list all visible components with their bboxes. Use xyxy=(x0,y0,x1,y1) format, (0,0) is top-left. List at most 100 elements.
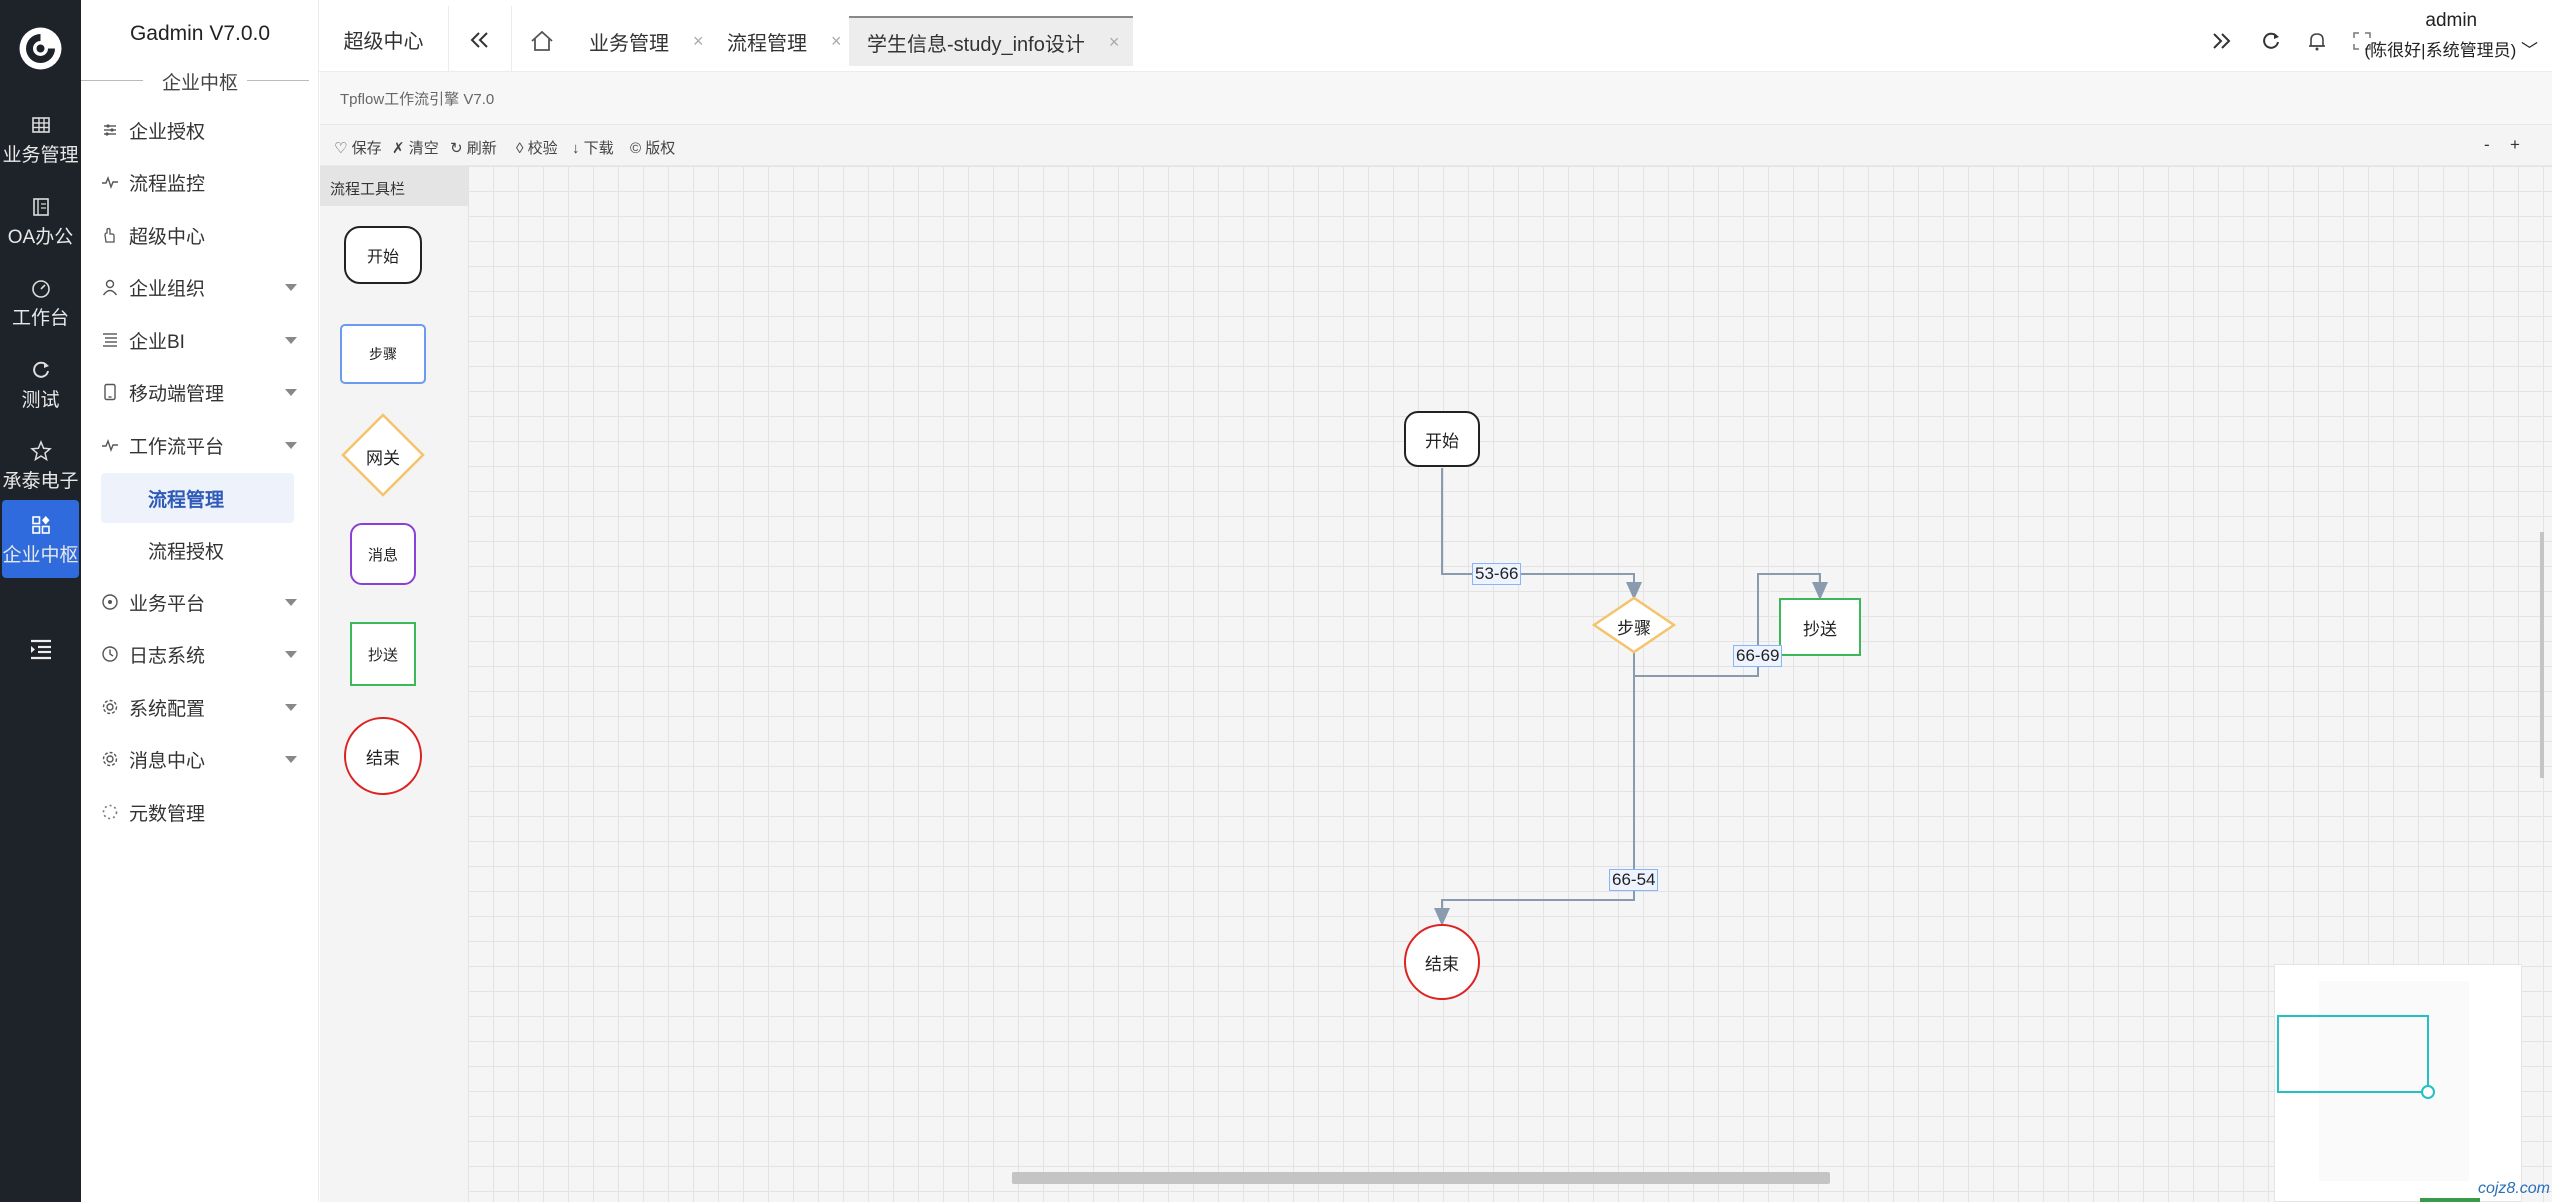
double-chevron-left-icon[interactable] xyxy=(469,30,491,50)
edge-start-to-step[interactable] xyxy=(1441,468,1642,600)
rail-item-enterprise-hub[interactable]: 企业中枢 xyxy=(2,500,79,578)
zoom-in-button[interactable]: + xyxy=(2510,135,2520,154)
sidebar-item-business-platform[interactable]: 业务平台 xyxy=(101,580,311,624)
home-icon[interactable] xyxy=(530,30,554,52)
copyright-button[interactable]: © 版权 xyxy=(630,140,676,157)
download-button[interactable]: ↓ 下载 xyxy=(572,140,614,157)
refresh-button[interactable]: ↻ 刷新 xyxy=(450,140,497,157)
edge-step-to-end[interactable] xyxy=(1434,653,1635,926)
palette-node-start[interactable]: 开始 xyxy=(344,226,422,284)
pulse-icon xyxy=(102,438,118,453)
tab-close-icon[interactable]: × xyxy=(693,30,704,51)
app-brand: Gadmin V7.0.0 xyxy=(129,22,271,45)
vertical-scrollbar[interactable] xyxy=(2540,532,2544,778)
palette-node-step[interactable]: 步骤 xyxy=(340,324,426,384)
flow-node-gateway[interactable]: 步骤 xyxy=(1592,596,1676,654)
sidebar-item-system-config[interactable]: 系统配置 xyxy=(101,685,311,729)
tab-super-center[interactable]: 超级中心 xyxy=(319,6,449,72)
sidebar-item-enterprise-auth[interactable]: 企业授权 xyxy=(101,108,311,152)
site-watermark: cojz8.com xyxy=(2477,1180,2550,1197)
sidebar-item-flow-monitor[interactable]: 流程监控 xyxy=(101,160,311,204)
menu-toggle-icon[interactable] xyxy=(29,638,53,660)
flow-canvas[interactable]: 开始 步骤 抄送 结束 53-66 66-69 66-54 xyxy=(468,166,2552,1202)
sidebar-subitem-flow-auth[interactable]: 流程授权 xyxy=(101,525,374,575)
sidebar-item-log-system[interactable]: 日志系统 xyxy=(101,632,311,676)
sidebar-subitem-flow-manage[interactable]: 流程管理 xyxy=(101,473,294,523)
tab-flow-manage[interactable]: 流程管理 × xyxy=(727,16,842,66)
flow-node-label: 抄送 xyxy=(1803,619,1837,639)
palette-node-gateway[interactable]: 网关 xyxy=(340,412,426,498)
refresh-icon[interactable] xyxy=(2260,30,2282,52)
target-icon xyxy=(102,594,118,610)
palette-node-label: 抄送 xyxy=(367,646,398,664)
designer-toolbar: ♡ 保存 ✗ 清空 ↻ 刷新 ◊ 校验 ↓ 下载 © 版权 - + xyxy=(320,124,2552,166)
palette-node-end[interactable]: 结束 xyxy=(344,717,422,795)
chevron-down-icon xyxy=(285,284,297,291)
validate-button[interactable]: ◊ 校验 xyxy=(516,140,558,157)
sidebar-item-label: 流程监控 xyxy=(129,173,206,195)
edge-label[interactable]: 66-69 xyxy=(1733,645,1783,667)
flow-node-label: 结束 xyxy=(1425,954,1459,974)
star-icon xyxy=(29,440,52,462)
palette-title: 流程工具栏 xyxy=(320,166,468,206)
palette-node-cc[interactable]: 抄送 xyxy=(350,622,416,686)
flow-node-cc[interactable]: 抄送 xyxy=(1779,598,1861,656)
tab-close-icon[interactable]: × xyxy=(1108,31,1120,52)
tab-business-manage[interactable]: 业务管理 × xyxy=(589,16,704,66)
palette-node-label: 消息 xyxy=(367,546,398,564)
edge-label[interactable]: 53-66 xyxy=(1472,563,1522,585)
clock-icon xyxy=(102,646,118,662)
sidebar-subitem-label: 流程授权 xyxy=(148,541,225,563)
sidebar-item-label: 移动端管理 xyxy=(129,383,225,405)
sidebar-item-label: 工作流平台 xyxy=(129,436,225,458)
rail-item-workbench[interactable]: 工作台 xyxy=(0,263,81,341)
sidebar-item-label: 日志系统 xyxy=(129,645,206,667)
rail-label: 企业中枢 xyxy=(2,545,79,566)
tab-bar: 超级中心 业务管理 × 流程管理 × 学生信息-study_info设计 × a… xyxy=(319,6,2552,72)
tab-close-icon[interactable]: × xyxy=(831,30,842,51)
sidebar-item-label: 元数管理 xyxy=(129,803,206,825)
sidebar-item-workflow-platform[interactable]: 工作流平台 xyxy=(101,423,311,467)
flow-palette: 流程工具栏 开始 步骤 网关 消息 抄送 结束 xyxy=(320,166,468,1202)
rail-item-oa[interactable]: OA办公 xyxy=(0,182,81,260)
double-chevron-right-icon[interactable] xyxy=(2210,30,2232,52)
rail-item-chengtai[interactable]: 承泰电子 xyxy=(0,426,81,504)
gear-icon xyxy=(102,751,118,767)
tab-separator xyxy=(511,6,512,72)
sidebar-item-super-center[interactable]: 超级中心 xyxy=(101,213,311,257)
app-logo-icon[interactable] xyxy=(18,26,63,71)
flow-node-end[interactable]: 结束 xyxy=(1404,924,1480,1000)
sidebar-item-metadata[interactable]: 元数管理 xyxy=(101,790,311,834)
minimap-resize-handle[interactable] xyxy=(2421,1085,2435,1099)
bell-icon[interactable] xyxy=(2306,30,2328,52)
refresh-icon xyxy=(32,361,49,378)
minimap[interactable] xyxy=(2274,964,2522,1202)
sidebar-item-enterprise-bi[interactable]: 企业BI xyxy=(101,318,311,362)
user-role: (陈很好|系统管理员) xyxy=(2364,41,2517,60)
flow-node-start[interactable]: 开始 xyxy=(1404,411,1480,467)
horizontal-scrollbar[interactable] xyxy=(1012,1172,1830,1184)
palette-node-message[interactable]: 消息 xyxy=(350,523,416,585)
rail-label: 业务管理 xyxy=(2,145,79,166)
sidebar-item-message-center[interactable]: 消息中心 xyxy=(101,737,311,781)
zoom-out-button[interactable]: - xyxy=(2484,135,2490,154)
fullscreen-icon[interactable] xyxy=(2351,30,2373,52)
minimap-viewport[interactable] xyxy=(2277,1015,2429,1093)
edge-label[interactable]: 66-54 xyxy=(1609,869,1659,891)
palette-node-label: 结束 xyxy=(366,748,400,768)
clear-button[interactable]: ✗ 清空 xyxy=(392,140,439,157)
sidebar-item-enterprise-org[interactable]: 企业组织 xyxy=(101,265,311,309)
status-strip xyxy=(2420,1198,2480,1202)
save-button[interactable]: ♡ 保存 xyxy=(334,140,382,157)
gear-icon xyxy=(102,699,118,715)
sidebar-item-mobile[interactable]: 移动端管理 xyxy=(101,370,311,414)
tab-study-info-design[interactable]: 学生信息-study_info设计 × xyxy=(849,16,1134,66)
rail-label: 承泰电子 xyxy=(2,471,79,492)
rail-item-test[interactable]: 测试 xyxy=(0,345,81,423)
user-menu[interactable]: admin (陈很好|系统管理员) ﹀ xyxy=(2365,10,2538,61)
rail-item-business[interactable]: 业务管理 xyxy=(0,100,81,178)
list-icon xyxy=(103,333,117,347)
sidebar-item-label: 企业组织 xyxy=(129,278,206,300)
rail-label: 测试 xyxy=(21,390,60,411)
sliders-icon xyxy=(104,124,116,136)
